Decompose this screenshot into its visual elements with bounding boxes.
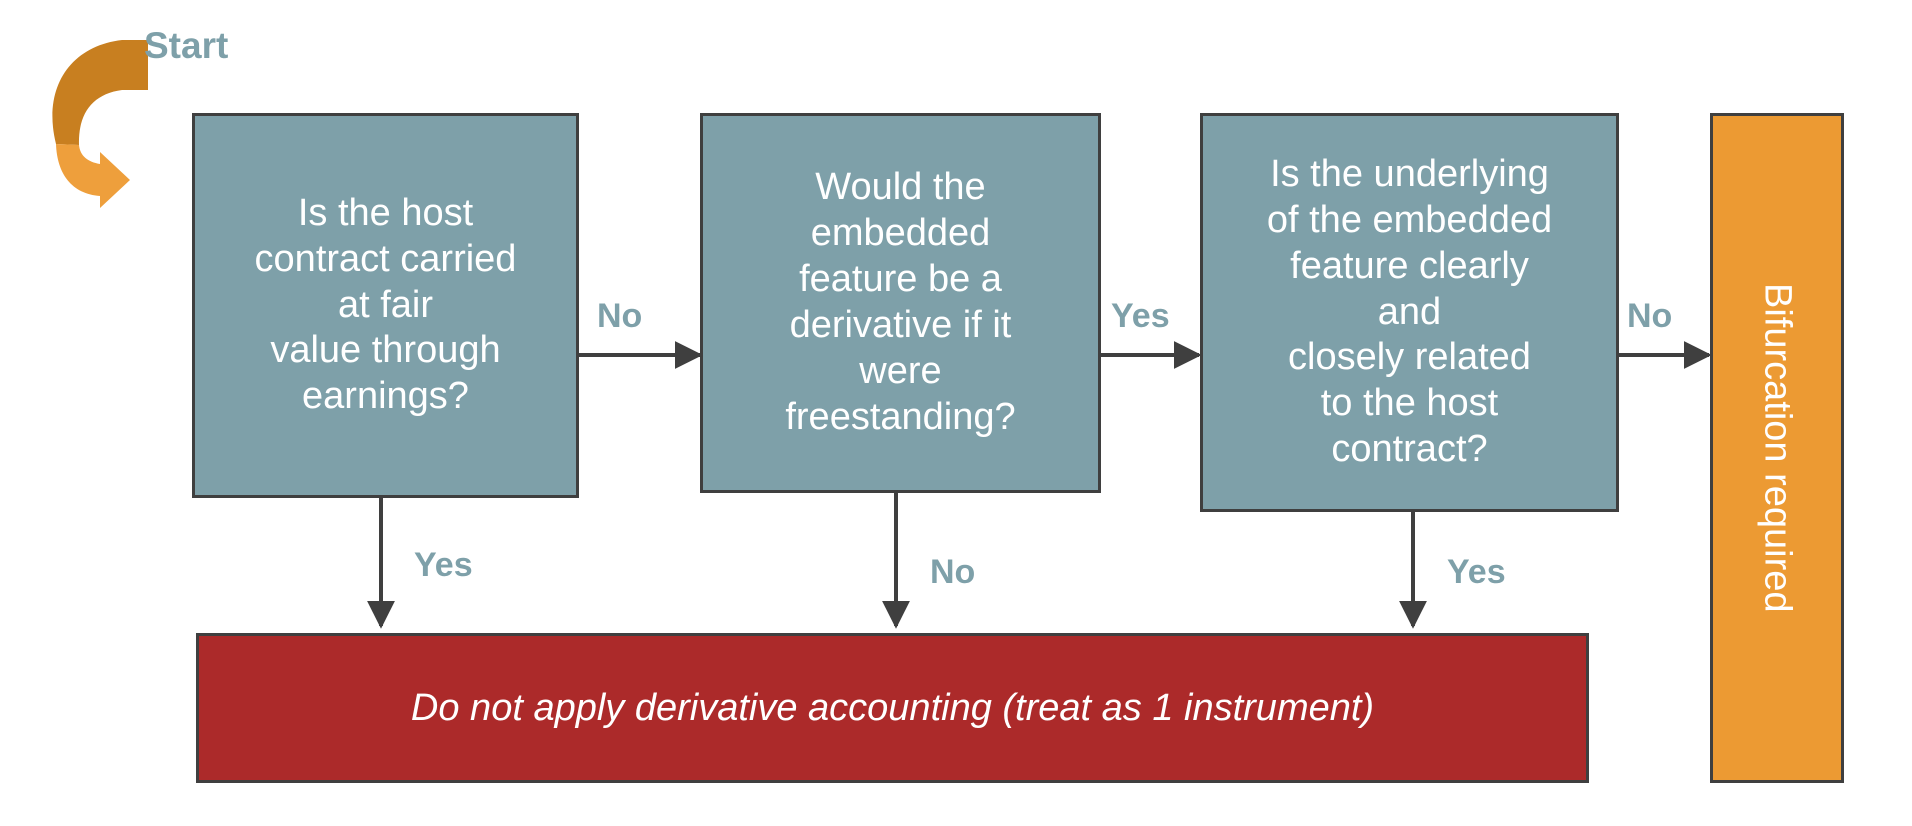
edge-label-q3-to-terminal: Yes [1447,553,1506,591]
terminal-node-bifurcation[interactable]: Bifurcation required [1710,113,1844,783]
start-label: Start [144,25,229,66]
edge-label-q2-to-terminal: No [930,553,976,591]
edge-label-q1-to-terminal: Yes [414,546,473,584]
edge-label-q2-to-q3: Yes [1111,297,1170,335]
decision-node-q2[interactable]: Would the embedded feature be a derivati… [700,113,1101,493]
decision-node-q1[interactable]: Is the host contract carried at fair val… [192,113,579,498]
edge-label-q1-to-q2: No [597,297,643,335]
terminal-node-no-bifurcation[interactable]: Do not apply derivative accounting (trea… [196,633,1589,783]
terminal-node-bifurcation-label: Bifurcation required [1756,283,1799,613]
decision-node-q3[interactable]: Is the underlying of the embedded featur… [1200,113,1619,512]
edge-label-q3-to-bifurcation: No [1627,297,1673,335]
start-curved-arrow-icon [52,40,149,208]
